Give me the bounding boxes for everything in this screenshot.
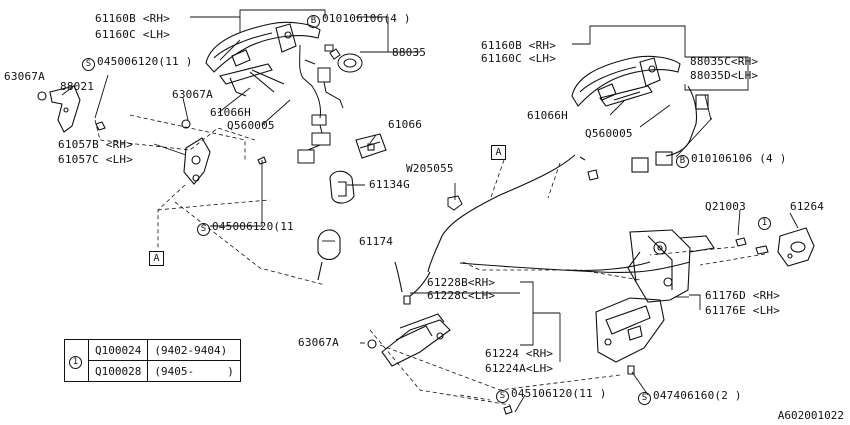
label-61228b: 61228B<RH> (427, 276, 496, 289)
legend-part-cell: Q100024 (87, 339, 149, 361)
rods (394, 154, 691, 297)
label-61224a: 61224A<LH> (485, 362, 554, 375)
circle-s-marker: S (638, 392, 651, 405)
rod-bracket-61057 (181, 119, 267, 185)
label-61176e: 61176E <LH> (705, 304, 781, 317)
striker-61264 (735, 227, 815, 267)
label-61228c: 61228C<LH> (427, 289, 496, 302)
seal-61174 (317, 229, 341, 281)
diagram-code: A602001022 (777, 409, 844, 422)
label-61160b-left: 61160B <RH> (95, 12, 171, 25)
circle-1-marker: 1 (69, 355, 82, 369)
label-s-045006120-mid-text: 045006120(11 (212, 220, 294, 233)
legend-range-cell: (9402-9404) (147, 339, 241, 361)
label-63067a-bottom: 63067A (298, 336, 339, 349)
circle-1-marker: 1 (758, 217, 771, 230)
ref-box-a-left: A (149, 251, 164, 266)
label-88035c: 88035C<RH> (690, 55, 759, 68)
harness-left (297, 44, 344, 164)
label-61066h-left: 61066H (210, 106, 251, 119)
label-61057b: 61057B <RH> (58, 138, 134, 151)
circle-s-marker: S (496, 390, 509, 403)
label-61264: 61264 (790, 200, 825, 213)
label-s-047406160-text: 047406160(2 ) (653, 389, 742, 402)
label-q560005-left: Q560005 (227, 119, 275, 132)
label-61066h-right: 61066H (527, 109, 568, 122)
label-q560005-right: Q560005 (585, 127, 633, 140)
grommet-88035 (304, 44, 363, 73)
legend-marker-cell: 1 (64, 339, 89, 382)
legend-part-cell: Q100028 (87, 360, 149, 382)
outer-handle-right (571, 55, 709, 173)
circle-s-marker: S (197, 223, 210, 236)
legend-row: Q100028 (9405- ) (65, 360, 241, 382)
label-61057c: 61057C <LH> (58, 153, 134, 166)
outer-handle-left (205, 21, 321, 97)
label-61224: 61224 <RH> (485, 347, 554, 360)
ref-box-a-center: A (491, 145, 506, 160)
label-b-010106106-top-text: 010106106(4 ) (322, 12, 411, 25)
label-w205055: W205055 (406, 162, 454, 175)
switch-61066 (355, 133, 387, 159)
circle-1-marker-diagram: 1 (758, 215, 773, 230)
label-61066: 61066 (388, 118, 423, 131)
circle-b-marker: B (307, 15, 320, 28)
label-q21003: Q21003 (705, 200, 746, 213)
circle-b-marker: B (676, 155, 689, 168)
circle-s-marker: S (82, 58, 95, 71)
label-61134g: 61134G (369, 178, 410, 191)
legend-row: 1 Q100024 (9402-9404) (64, 339, 241, 382)
label-61176d: 61176D <RH> (705, 289, 781, 302)
cover-61134g (329, 170, 355, 204)
latch-61176 (595, 229, 715, 363)
inner-handle-61224 (367, 295, 635, 415)
label-b-010106106-right-text: 010106106 (4 ) (691, 152, 787, 165)
legend-table: 1 Q100024 (9402-9404) Q100028 (9405- ) (64, 339, 241, 382)
label-61160c-right: 61160C <LH> (481, 52, 557, 65)
legend-range-cell: (9405- ) (147, 360, 241, 382)
label-s-045106120-text: 045106120(11 ) (511, 387, 607, 400)
label-61160c-left: 61160C <LH> (95, 28, 171, 41)
label-88021: 88021 (60, 80, 95, 93)
bracket-88021 (37, 85, 106, 133)
label-61174: 61174 (359, 235, 394, 248)
label-63067a-mid: 63067A (172, 88, 213, 101)
label-s-045006120-top-text: 045006120(11 ) (97, 55, 193, 68)
label-63067a-topleft: 63067A (4, 70, 45, 83)
label-88035d: 88035D<LH> (690, 69, 759, 82)
clip-w205055 (447, 195, 463, 211)
label-88035: 88035 (392, 46, 427, 59)
label-61160b-right: 61160B <RH> (481, 39, 557, 52)
